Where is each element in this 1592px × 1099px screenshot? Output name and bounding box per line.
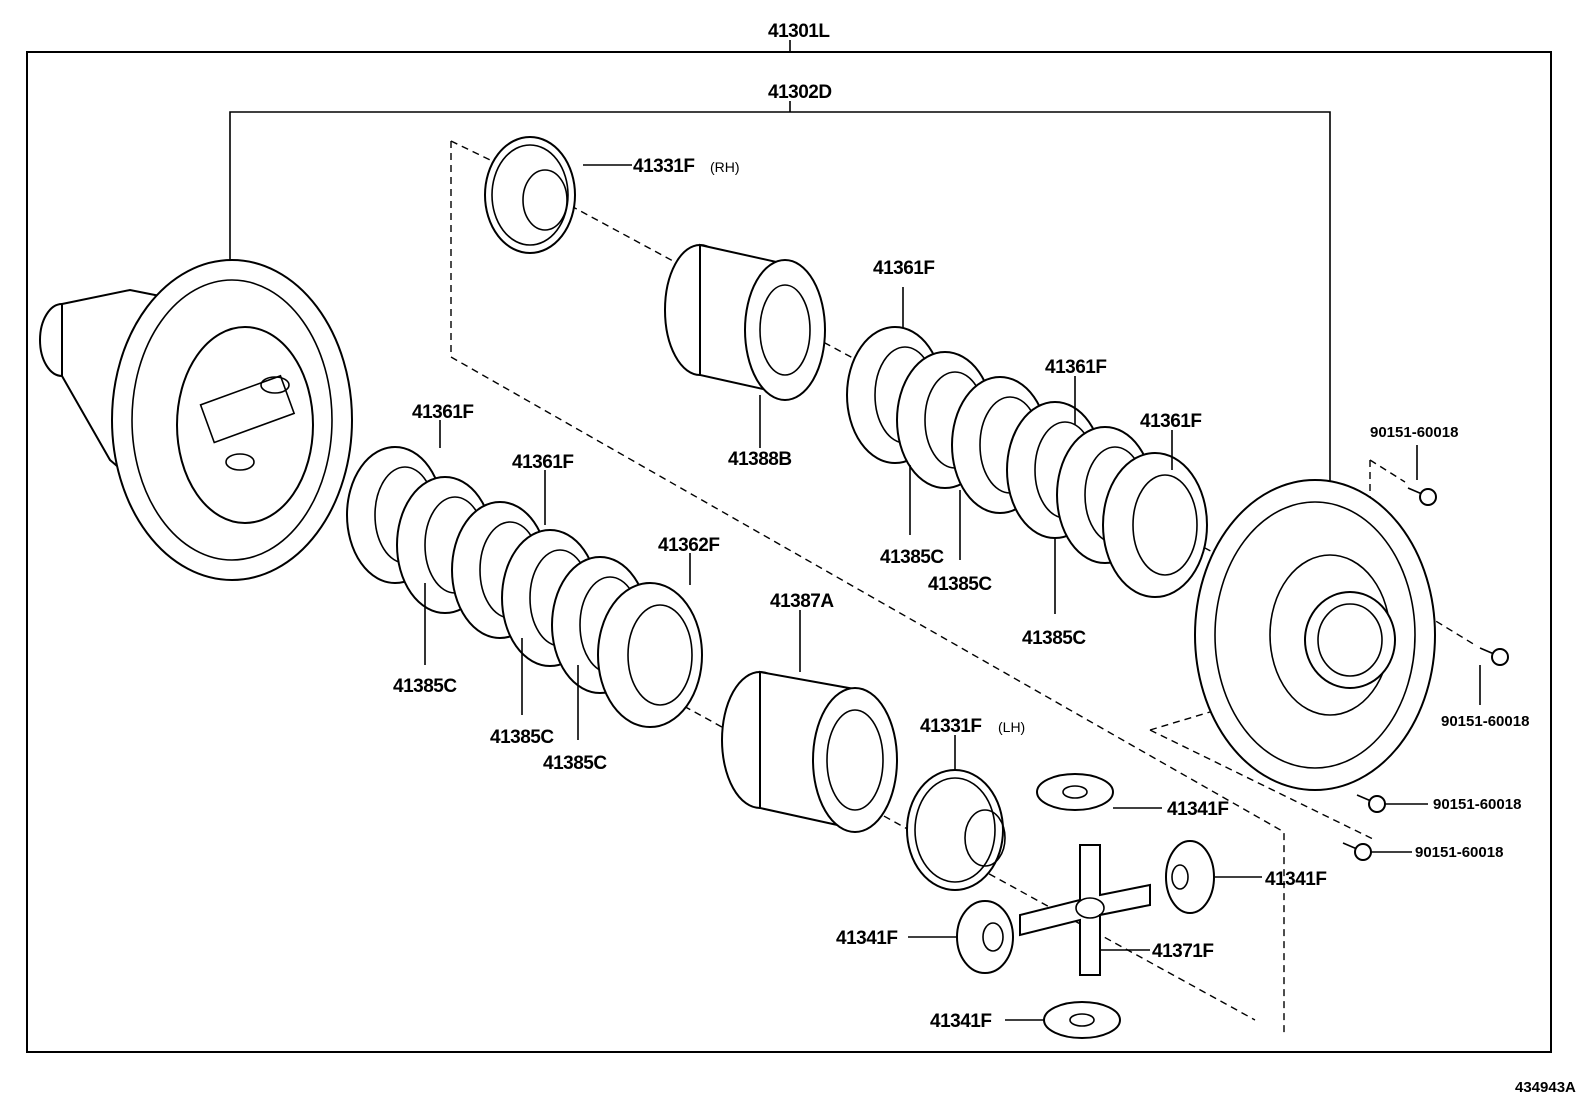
label-side-gear-rh: 41331F (633, 156, 694, 177)
pinion-gears (956, 773, 1215, 1039)
label-disc-upper-3: 41361F (1140, 411, 1201, 432)
label-screw-3: 90151-60018 (1433, 796, 1521, 813)
label-pinion-top: 41341F (1167, 799, 1228, 820)
part-labels: 41301L 41302D 41331F (RH) 41388B 41387A … (393, 21, 1576, 1096)
label-disc-upper-2: 41361F (1045, 357, 1106, 378)
label-screw-1: 90151-60018 (1370, 424, 1458, 441)
label-disc-lower-1: 41361F (412, 402, 473, 423)
outer-assembly-frame (26, 51, 1552, 1053)
figure-reference: 434943A (1515, 1079, 1576, 1096)
label-pinion-bottom: 41341F (930, 1011, 991, 1032)
label-spider: 41371F (1152, 941, 1213, 962)
side-gear-rh (484, 136, 576, 254)
lower-clutch-pack (346, 446, 703, 728)
label-assy-inner: 41302D (768, 82, 832, 103)
retainer-lower (721, 670, 898, 833)
inner-assembly-bracket (229, 111, 1331, 492)
spider-cross (1019, 844, 1151, 976)
label-screw-2: 90151-60018 (1441, 713, 1529, 730)
differential-case (39, 259, 353, 581)
label-screw-4: 90151-60018 (1415, 844, 1503, 861)
label-retainer-lower: 41387A (770, 591, 834, 612)
label-pinion-left: 41341F (836, 928, 897, 949)
label-side-gear-rh-side: (RH) (710, 159, 740, 175)
label-disc-lower-2: 41361F (512, 452, 573, 473)
label-plate-upper-3: 41385C (1022, 628, 1086, 649)
label-side-gear-lh-side: (LH) (998, 719, 1025, 735)
clutch-pack-boundary (450, 141, 1285, 1034)
leader-lines (424, 164, 1481, 1021)
label-plate-upper-1: 41385C (880, 547, 944, 568)
upper-clutch-pack (846, 326, 1208, 598)
label-plate-lower-1: 41385C (393, 676, 457, 697)
retainer-upper (664, 243, 826, 401)
label-side-gear-lh: 41331F (920, 716, 981, 737)
label-retainer-upper: 41388B (728, 449, 792, 470)
label-pinion-right: 41341F (1265, 869, 1326, 890)
side-gear-lh (906, 769, 1006, 891)
label-plate-lower-3: 41385C (543, 753, 607, 774)
assembly-frames (26, 40, 1552, 1053)
label-plate-lower-2: 41385C (490, 727, 554, 748)
label-assy-outer: 41301L (768, 21, 830, 42)
label-disc-lower-end: 41362F (658, 535, 719, 556)
label-plate-upper-2: 41385C (928, 574, 992, 595)
case-cover (1194, 479, 1436, 791)
label-disc-upper-1: 41361F (873, 258, 934, 279)
screws (1342, 487, 1509, 861)
